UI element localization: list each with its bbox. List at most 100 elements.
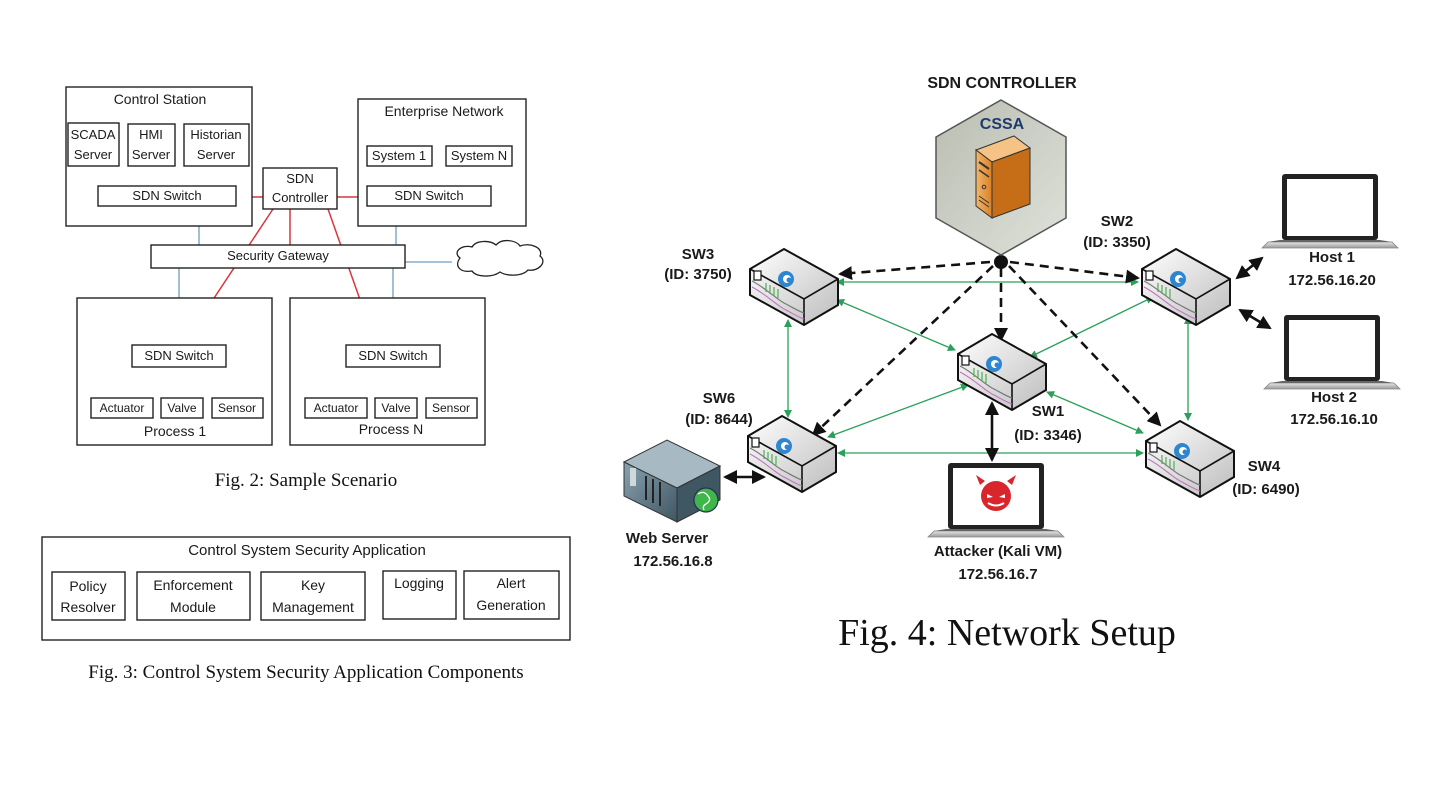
component-enforcement-module [136, 571, 251, 621]
link-sw2-sw1 [1029, 296, 1154, 358]
web-server-icon [622, 439, 722, 523]
component-policy-resolver [51, 571, 126, 621]
process-n-actuator-label: Actuator [314, 401, 359, 415]
process-n-valve-label: Valve [381, 401, 410, 415]
component-label: Alert [497, 575, 526, 591]
link-sw2-host2 [1238, 308, 1272, 330]
host-1[interactable]: Host 1 172.56.16.20 [1261, 173, 1399, 289]
fig4-control-links [811, 255, 1162, 437]
control-station-switch [97, 185, 237, 207]
fig4-network-setup: SDN CONTROLLER CSSA SW3 (ID: 3750) SW2 (… [622, 75, 1401, 654]
switch-sw3[interactable]: SW3 (ID: 3750) [664, 246, 839, 326]
fig2-caption: Fig. 2: Sample Scenario [215, 470, 398, 491]
process-1-actuator [90, 397, 154, 419]
component-label: Management [272, 599, 354, 615]
security-gateway-box [150, 244, 406, 269]
process-n-box [289, 297, 486, 446]
fig4-caption: Fig. 4: Network Setup [838, 612, 1176, 654]
switch-sw1[interactable]: SW1 (ID: 3346) [957, 333, 1082, 444]
web-server-ip: 172.56.16.8 [633, 553, 712, 570]
control-link-sw3 [838, 260, 991, 281]
process-1-actuator-label: Actuator [100, 401, 145, 415]
switch-sw6[interactable]: SW6 (ID: 8644) [685, 390, 837, 493]
attacker-kali-vm[interactable]: Attacker (Kali VM) 172.56.16.7 [927, 462, 1065, 583]
sdn-controller-title: SDN CONTROLLER [927, 75, 1077, 92]
switch-sw4[interactable]: SW4 (ID: 6490) [1145, 420, 1300, 498]
enterprise-switch [366, 185, 492, 207]
laptop-icon [1263, 314, 1401, 390]
component-label: Generation [476, 597, 545, 613]
process-1-switch-label: SDN Switch [144, 348, 213, 363]
web-server[interactable]: Web Server 172.56.16.8 [622, 439, 722, 570]
host-ip: 172.56.16.20 [1288, 272, 1376, 289]
sdn-controller-label: SDN [286, 171, 313, 186]
process-1-valve [160, 397, 204, 419]
fig3-caption: Fig. 3: Control System Security Applicat… [88, 662, 523, 683]
component-label: Enforcement [153, 577, 232, 593]
link-sw6-sw1 [827, 383, 969, 439]
fig4-data-links [784, 278, 1192, 457]
switch-name: SW3 [682, 246, 715, 263]
control-station-switch-label: SDN Switch [132, 188, 201, 203]
hmi-server-box [127, 123, 176, 167]
component-label: Policy [69, 578, 106, 594]
process-n-title: Process N [359, 421, 424, 437]
system-1-label: System 1 [372, 148, 426, 163]
process-n-valve [374, 397, 418, 419]
attacker-name: Attacker (Kali VM) [934, 543, 1062, 560]
system-1-box [366, 145, 433, 167]
process-1-box [76, 297, 273, 446]
switch-name: SW6 [703, 390, 736, 407]
host-2[interactable]: Host 2 172.56.16.10 [1263, 314, 1401, 428]
switch-sw2[interactable]: SW2 (ID: 3350) [1083, 213, 1231, 326]
web-server-name: Web Server [626, 530, 708, 547]
control-link-sw2 [1009, 260, 1140, 284]
scada-server-label: SCADA [71, 127, 116, 142]
attacker-ip: 172.56.16.7 [958, 566, 1037, 583]
cssa-title: Control System Security Application [188, 542, 426, 559]
system-n-label: System N [451, 148, 507, 163]
fig3-cssa-components: Control System Security Application Poli… [41, 536, 571, 683]
component-logging [382, 570, 457, 620]
historian-server-box [183, 123, 250, 167]
security-gateway-label: Security Gateway [227, 248, 329, 263]
control-link-sw4 [1008, 265, 1162, 427]
switch-id: (ID: 8644) [685, 411, 753, 428]
switch-id: (ID: 3350) [1083, 234, 1151, 251]
component-label: Module [170, 599, 216, 615]
hmi-server-label: HMI [139, 127, 163, 142]
switch-id: (ID: 3346) [1014, 427, 1082, 444]
host-name: Host 1 [1309, 249, 1355, 266]
system-n-box [445, 145, 513, 167]
link-sw2-host1 [1235, 256, 1264, 280]
host-ip: 172.56.16.10 [1290, 411, 1378, 428]
component-label: Key [301, 577, 325, 593]
process-n-switch [345, 344, 441, 368]
component-key-management [260, 571, 366, 621]
historian-server-label: Historian [190, 127, 241, 142]
scada-server-box [67, 122, 120, 167]
process-n-actuator [304, 397, 368, 419]
historian-server-label-2: Server [197, 147, 236, 162]
component-label: Logging [394, 575, 444, 591]
hmi-server-label-2: Server [132, 147, 171, 162]
enterprise-network-title: Enterprise Network [384, 103, 504, 119]
controller-server-icon [974, 135, 1032, 219]
component-label: Resolver [60, 599, 116, 615]
control-link-sw6 [811, 265, 994, 437]
link-sw1-sw4 [1046, 391, 1144, 434]
switch-id: (ID: 3750) [664, 266, 732, 283]
sdn-controller-label-2: Controller [272, 190, 329, 205]
process-1-sensor-label: Sensor [218, 401, 256, 415]
switch-name: SW1 [1032, 403, 1065, 420]
process-1-sensor [211, 397, 264, 419]
scada-server-label-2: Server [74, 147, 113, 162]
process-n-sensor-label: Sensor [432, 401, 470, 415]
control-station-title: Control Station [114, 91, 207, 107]
process-1-switch [131, 344, 227, 368]
switch-name: SW4 [1248, 458, 1281, 475]
component-alert-generation [463, 570, 560, 620]
host-name: Host 2 [1311, 389, 1357, 406]
switch-icon [749, 248, 839, 326]
